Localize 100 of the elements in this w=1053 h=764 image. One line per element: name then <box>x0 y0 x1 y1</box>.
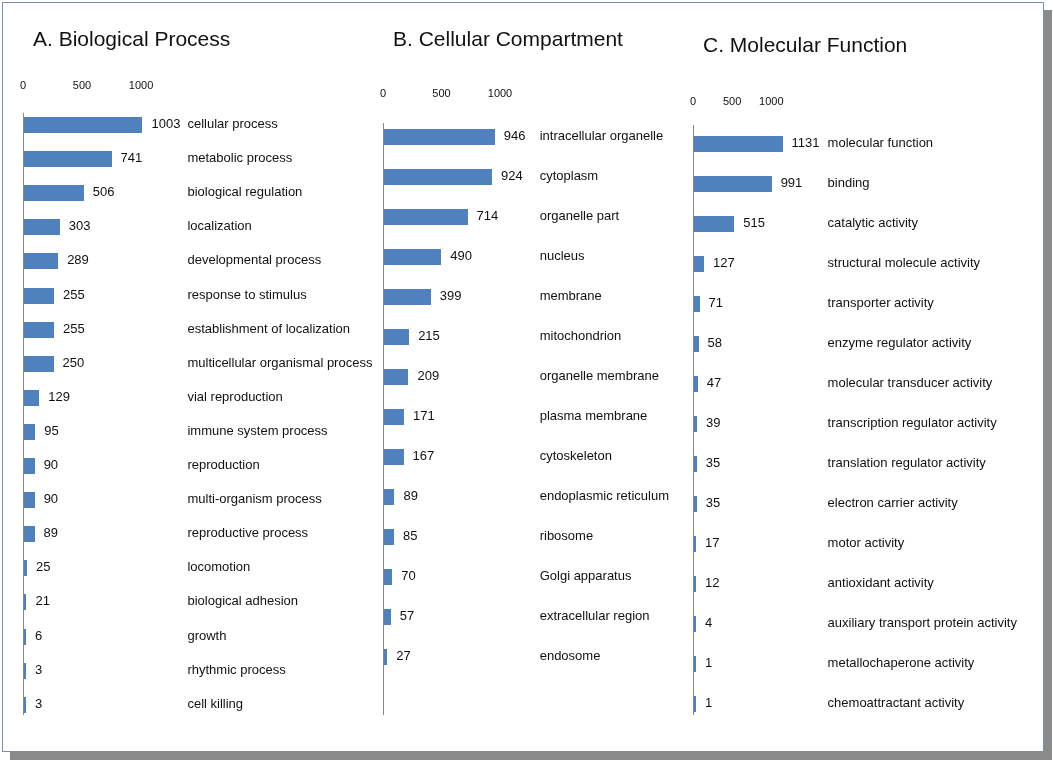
category-label: developmental process <box>187 252 322 268</box>
value-label: 35 <box>705 455 721 470</box>
value-label: 3 <box>35 661 43 677</box>
category-label: extracellular region <box>539 608 650 623</box>
value-label: 70 <box>401 568 416 583</box>
tick-label: 1000 <box>759 95 784 107</box>
value-label: 71 <box>708 295 723 310</box>
value-label: 129 <box>48 388 70 404</box>
category-label: mitochondrion <box>539 328 622 343</box>
category-label: cellular process <box>187 116 278 131</box>
tick-label: 0 <box>689 95 697 107</box>
tick-label: 500 <box>432 87 451 99</box>
category-label: reproduction <box>187 457 260 472</box>
category-label: multi-organism process <box>187 491 322 507</box>
category-label: enzyme regulator activity <box>827 335 972 350</box>
value-label: 95 <box>44 422 59 438</box>
tick-label: 1000 <box>128 79 154 91</box>
category-label: cytoplasm <box>539 168 599 183</box>
value-label: 1 <box>705 695 713 710</box>
value-label: 127 <box>712 255 735 270</box>
value-label: 12 <box>705 575 720 590</box>
value-label: 490 <box>450 248 473 263</box>
category-label: Golgi apparatus <box>539 568 632 583</box>
category-label: transporter activity <box>827 295 934 310</box>
value-label: 255 <box>63 286 85 302</box>
category-label: motor activity <box>827 535 905 550</box>
category-label: chemoattractant activity <box>827 695 965 710</box>
value-label: 399 <box>439 288 462 303</box>
value-label: 39 <box>706 415 721 430</box>
value-label: 215 <box>418 328 440 343</box>
value-label: 3 <box>35 695 43 711</box>
value-label: 303 <box>68 218 91 234</box>
value-label: 946 <box>503 128 526 143</box>
value-label: 6 <box>35 627 43 643</box>
category-label: structural molecule activity <box>827 255 981 270</box>
value-label: 57 <box>399 608 415 623</box>
value-label: 250 <box>62 354 85 370</box>
value-label: 289 <box>67 252 89 268</box>
tick-label: 500 <box>72 79 92 91</box>
category-label: establishment of localization <box>187 320 351 336</box>
category-label: endosome <box>539 648 601 663</box>
category-label: reproductive process <box>187 525 309 541</box>
category-label: antioxidant activity <box>827 575 934 590</box>
value-label: 255 <box>63 320 85 336</box>
value-label: 90 <box>43 491 59 507</box>
category-label: localization <box>187 218 252 234</box>
category-label: locomotion <box>187 559 251 575</box>
value-label: 209 <box>417 368 440 383</box>
value-label: 89 <box>403 488 418 503</box>
value-label: 1 <box>705 655 713 670</box>
category-label: cytoskeleton <box>539 448 612 463</box>
category-label: metabolic process <box>187 150 293 166</box>
category-label: intracellular organelle <box>539 128 664 143</box>
value-label: 714 <box>476 208 499 223</box>
value-label: 90 <box>43 457 59 472</box>
category-label: multicellular organismal process <box>187 354 373 370</box>
value-label: 85 <box>402 528 418 543</box>
value-label: 25 <box>35 559 51 575</box>
value-label: 167 <box>412 448 435 463</box>
value-label: 27 <box>396 648 411 663</box>
category-label: plasma membrane <box>539 408 648 423</box>
category-label: biological regulation <box>187 184 303 200</box>
chart-title: A. Biological Process <box>33 27 231 51</box>
chart-title: C. Molecular Function <box>703 33 908 57</box>
tick-label: 0 <box>19 79 27 91</box>
category-label: ribosome <box>539 528 594 543</box>
category-label: membrane <box>539 288 602 303</box>
value-label: 4 <box>705 615 713 630</box>
value-label: 89 <box>43 525 58 541</box>
value-label: 506 <box>92 184 115 200</box>
value-label: 924 <box>501 168 523 183</box>
value-label: 171 <box>413 408 435 423</box>
value-label: 515 <box>743 215 766 230</box>
value-label: 1131 <box>791 135 820 150</box>
tick-label: 0 <box>379 87 387 99</box>
tick-label: 500 <box>723 95 742 107</box>
value-label: 991 <box>780 175 803 190</box>
value-label: 21 <box>35 593 50 609</box>
category-label: growth <box>187 627 227 643</box>
category-label: metallochaperone activity <box>827 655 975 670</box>
value-label: 47 <box>706 375 722 390</box>
category-label: translation regulator activity <box>827 455 986 470</box>
category-label: organelle part <box>539 208 620 223</box>
category-label: molecular transducer activity <box>827 375 993 390</box>
chart-title: B. Cellular Compartment <box>393 27 623 51</box>
value-label: 17 <box>705 535 720 550</box>
category-label: organelle membrane <box>539 368 659 383</box>
category-label: electron carrier activity <box>827 495 958 510</box>
category-label: vial reproduction <box>187 388 283 404</box>
value-label: 741 <box>120 150 143 166</box>
category-label: transcription regulator activity <box>827 415 997 430</box>
value-label: 35 <box>705 495 721 510</box>
tick-label: 1000 <box>487 87 513 99</box>
category-label: nucleus <box>539 248 585 263</box>
category-label: auxiliary transport protein activity <box>827 615 1017 630</box>
value-label: 1003 <box>151 116 181 131</box>
category-label: response to stimulus <box>187 286 307 302</box>
category-label: molecular function <box>827 135 934 150</box>
category-label: immune system process <box>187 422 328 438</box>
category-label: binding <box>827 175 870 190</box>
